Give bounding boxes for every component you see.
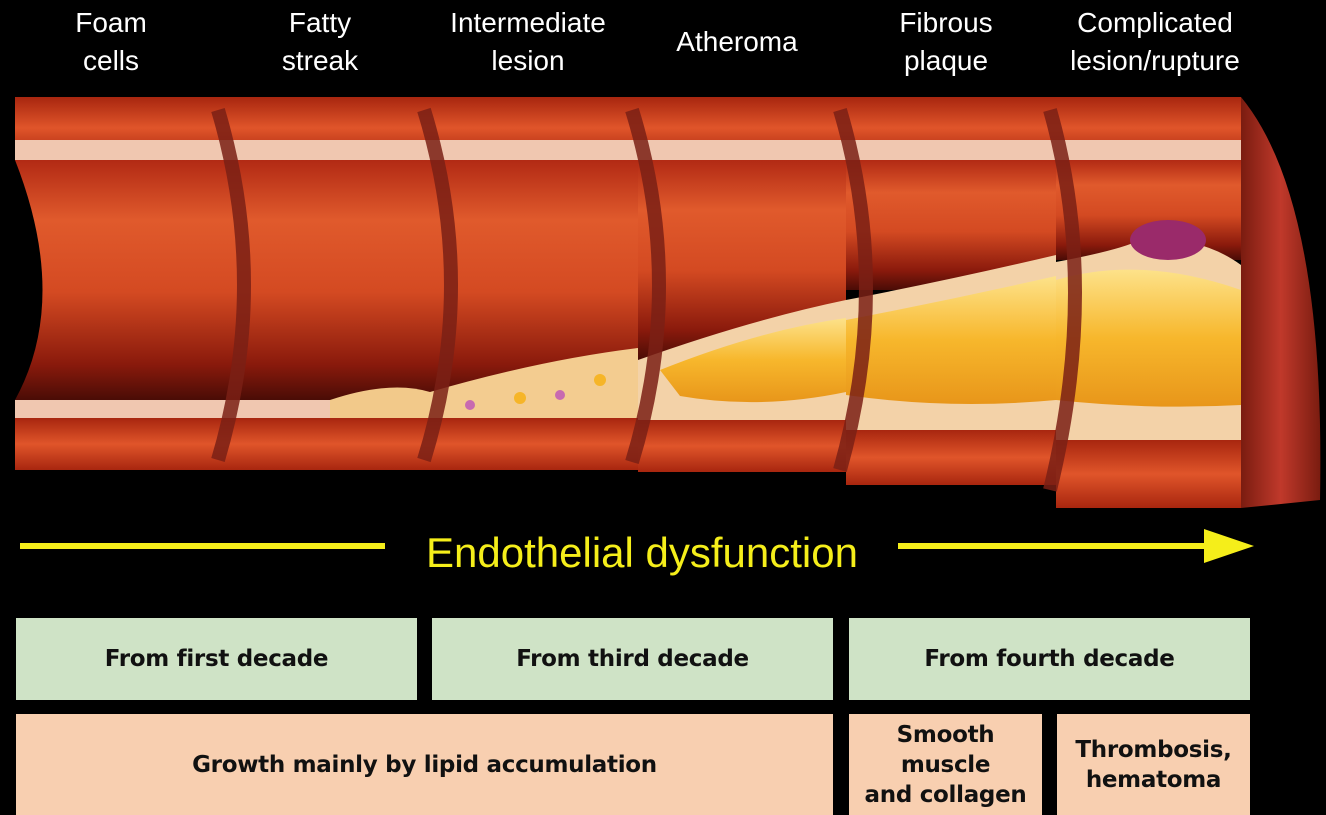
onset-box-first-decade: From first decade: [16, 618, 417, 700]
progression-arrow-label: Endothelial dysfunction: [410, 526, 874, 580]
onset-box-third-decade: From third decade: [432, 618, 833, 700]
growth-box-thrombosis-hematoma: Thrombosis, hematoma: [1057, 714, 1250, 815]
artery-segment-complicated-lesion: [1056, 97, 1320, 508]
artery-segment-fatty-streak: [225, 97, 430, 470]
progression-arrow-head: [1204, 529, 1254, 563]
artery-segment-foam-cells: [15, 97, 225, 470]
artery-segment-atheroma: [638, 97, 846, 472]
onset-box-fourth-decade: From fourth decade: [849, 618, 1250, 700]
progression-arrow-line-left: [20, 543, 385, 549]
artery-cross-section-illustration: [0, 0, 1326, 520]
growth-box-lipid-accumulation: Growth mainly by lipid accumulation: [16, 714, 833, 815]
artery-segment-fibrous-plaque: [846, 97, 1056, 485]
growth-box-smooth-muscle-collagen: Smooth muscle and collagen: [849, 714, 1042, 815]
progression-arrow-line-right: [898, 543, 1208, 549]
artery-segment-intermediate-lesion: [430, 97, 638, 470]
